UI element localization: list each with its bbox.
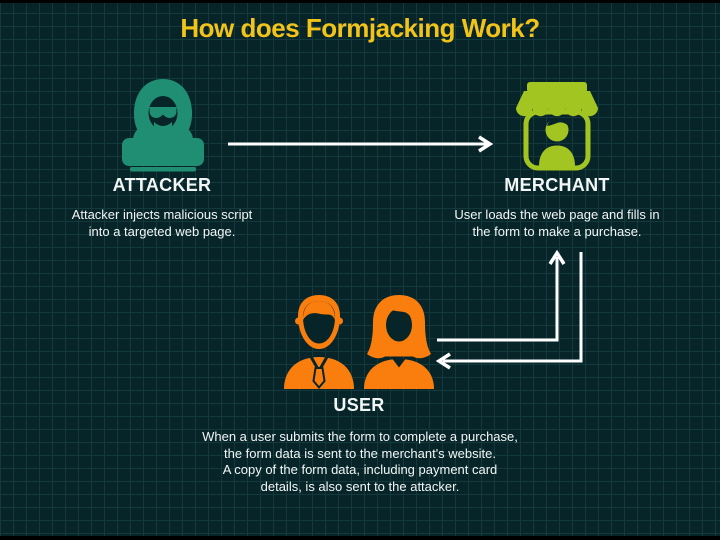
user-label: USER <box>333 395 385 415</box>
storefront-icon <box>516 82 598 171</box>
two-users-icon <box>284 295 434 390</box>
arrow-attacker-to-merchant <box>228 135 494 153</box>
user-description: When a user submits the form to complete… <box>202 429 518 494</box>
attacker-description: Attacker injects malicious script into a… <box>71 207 253 239</box>
page-title: How does Formjacking Work? <box>180 13 540 43</box>
attacker-label: ATTACKER <box>112 175 212 195</box>
bottom-edge-bar <box>0 536 720 540</box>
arrow-merchant-to-user <box>435 252 583 370</box>
merchant-description: User loads the web page and fills in the… <box>454 207 660 239</box>
hooded-hacker-laptop-icon <box>122 79 204 172</box>
top-edge-bar <box>0 0 720 3</box>
merchant-label: MERCHANT <box>504 175 610 195</box>
arrow-user-to-merchant <box>437 249 566 342</box>
